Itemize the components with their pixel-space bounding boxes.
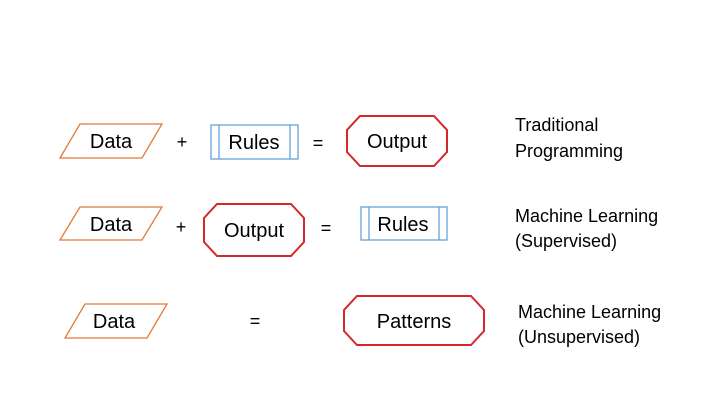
output-octagon-shape [203,203,305,257]
rules-process-box: Rules [360,206,448,241]
equals-sign: = [250,311,261,331]
plus-sign: + [177,132,188,152]
caption-line-1: Machine Learning [518,302,661,322]
output-octagon: Output [203,203,305,257]
data-label: Data [93,311,136,333]
data-parallelogram: Data [63,303,169,339]
row-unsupervised-learning: Data = Patterns Machine Learning (Unsupe… [63,295,661,347]
output-octagon-shape [346,115,448,167]
caption-line-2: Programming [515,141,623,161]
caption-line-1: Traditional [515,115,598,135]
caption-line-2: (Supervised) [515,231,617,251]
caption-line-1: Machine Learning [515,206,658,226]
data-label: Data [90,214,133,236]
patterns-label: Patterns [377,311,451,333]
data-parallelogram: Data [58,206,164,241]
output-octagon: Output [346,115,448,167]
row-traditional-programming: Data + Rules = Output Traditional Progra… [58,115,623,167]
rules-process-box: Rules [210,124,299,160]
patterns-octagon: Patterns [343,295,485,346]
plus-sign: + [176,217,187,237]
output-label: Output [367,131,427,153]
equals-sign: = [313,133,324,153]
output-label: Output [224,220,284,242]
equals-sign: = [321,218,332,238]
row-supervised-learning: Data + Output = Rules Machine Learning (… [58,203,658,257]
data-label: Data [90,131,133,153]
patterns-octagon-shape [343,295,485,346]
data-parallelogram-shape [58,123,164,159]
rules-box-shape [360,206,448,241]
rules-box-shape [210,124,299,160]
caption-line-2: (Unsupervised) [518,327,640,347]
data-parallelogram-shape [63,303,169,339]
data-parallelogram: Data [58,123,164,159]
rules-label: Rules [228,132,279,154]
rules-label: Rules [377,214,428,236]
data-parallelogram-shape [58,206,164,241]
